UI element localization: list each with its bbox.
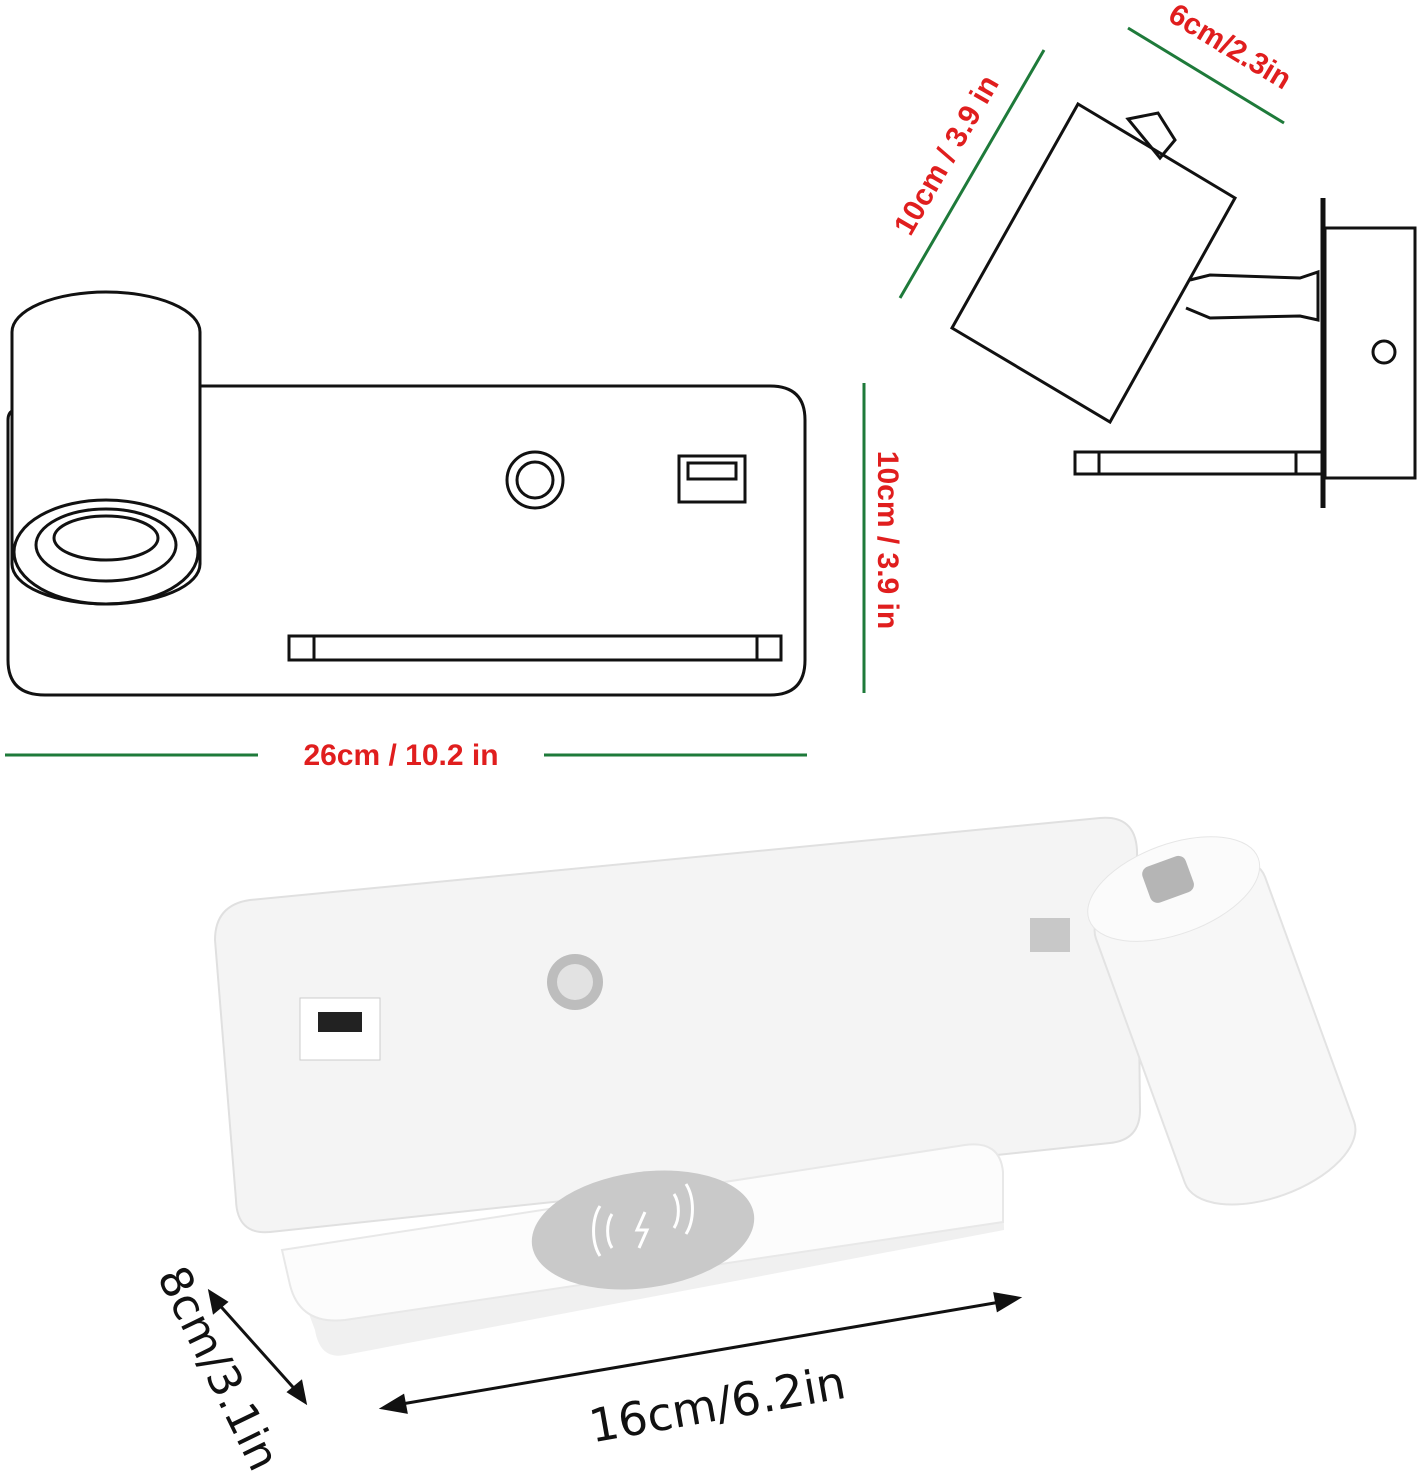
product-photo (213, 816, 1357, 1356)
diameter-dimension: 6cm/2.3in (1127, 0, 1297, 125)
height-label: 10cm / 3.9 in (871, 451, 904, 629)
shelf-depth-dimension: 8cm/3.1in (147, 1259, 308, 1479)
side-view-drawing (949, 101, 1417, 508)
width-label: 26cm / 10.2 in (303, 739, 498, 772)
shelf-depth-label: 8cm/3.1in (147, 1259, 289, 1479)
width-dimension: 26cm / 10.2 in (5, 739, 807, 772)
height-dimension: 10cm / 3.9 in (862, 383, 904, 693)
wireless-charging-icon (592, 1183, 694, 1257)
diameter-label: 6cm/2.3in (1163, 0, 1297, 96)
shelf-width-label: 16cm/6.2in (585, 1355, 850, 1453)
front-view-drawing (6, 290, 807, 697)
